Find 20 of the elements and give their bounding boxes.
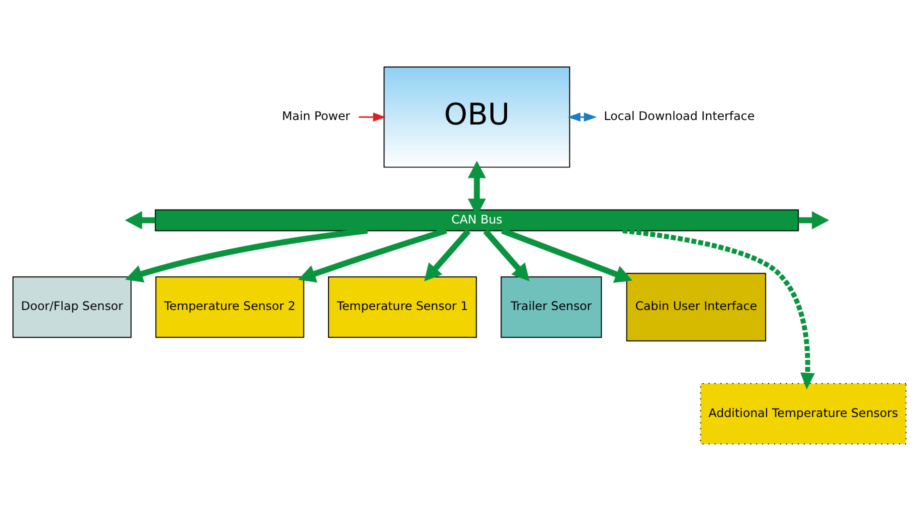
node-box: CAN Bus xyxy=(154,208,799,231)
node-box: Cabin User Interface xyxy=(626,272,766,341)
node-box: OBU xyxy=(384,66,570,168)
arrow xyxy=(483,228,530,281)
node-box: Trailer Sensor xyxy=(500,276,602,338)
node-text: Local Download Interface xyxy=(604,108,755,123)
node-box: Door/Flap Sensor xyxy=(12,276,132,338)
arrow xyxy=(798,210,830,229)
arrow xyxy=(424,228,471,281)
node-box: Temperature Sensor 1 xyxy=(328,276,477,338)
node-text: Main Power xyxy=(282,108,350,123)
node-box: Additional Temperature Sensors xyxy=(700,382,907,444)
arrow xyxy=(125,227,368,282)
node-box: Temperature Sensor 2 xyxy=(155,276,304,338)
arrow xyxy=(358,112,386,122)
arrow xyxy=(501,227,632,282)
arrow xyxy=(124,210,156,229)
arrow xyxy=(568,112,597,122)
arrow xyxy=(622,228,815,389)
arrow xyxy=(298,227,448,282)
